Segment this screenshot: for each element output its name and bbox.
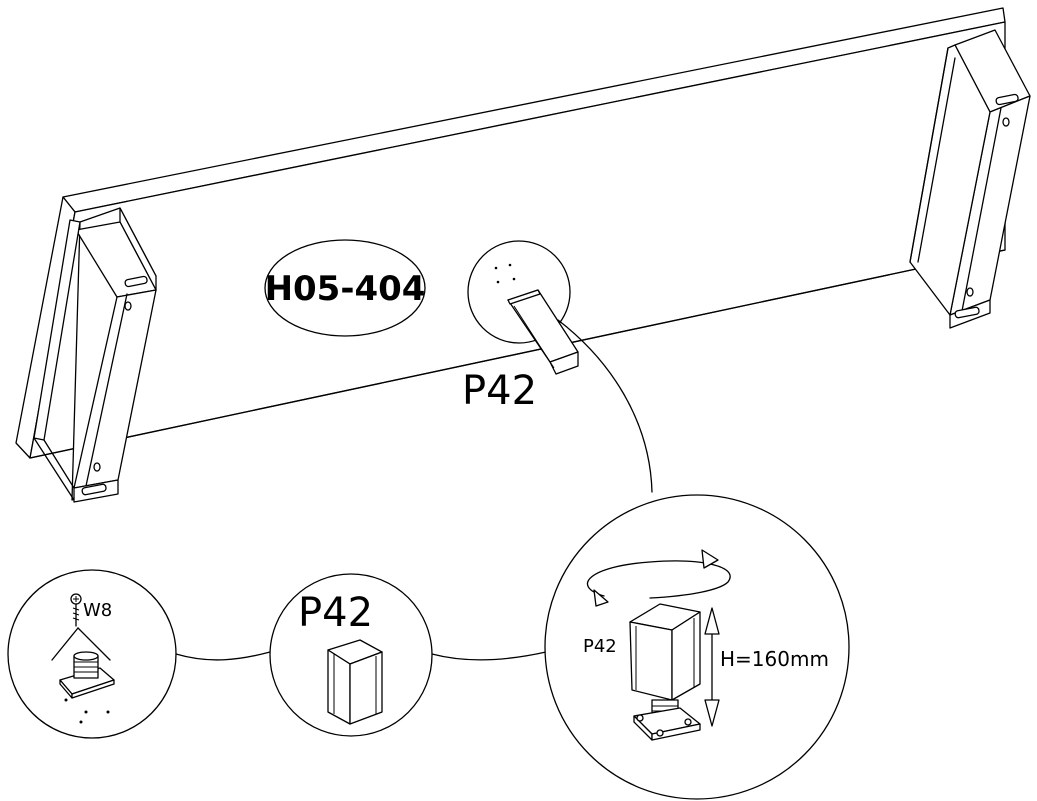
height-arrow-icon xyxy=(704,607,720,635)
connector-line xyxy=(175,651,271,661)
connector-line xyxy=(431,651,547,661)
model-code-text: H05-404 xyxy=(265,269,426,309)
left-frame-leg xyxy=(33,207,157,503)
connector-line xyxy=(557,319,653,493)
height-label: H=160mm xyxy=(720,647,829,671)
adjustment-detail xyxy=(544,494,850,800)
adjust-part-label: P42 xyxy=(583,636,617,657)
main-part-label: P42 xyxy=(462,368,537,414)
model-code-badge: H05-404 xyxy=(264,239,426,337)
screw-plate-detail xyxy=(7,569,177,739)
foot-detail xyxy=(269,573,433,737)
right-frame-leg xyxy=(909,29,1031,329)
main-panel xyxy=(15,7,1006,459)
screw-label: W8 xyxy=(83,600,112,621)
detail-part-label: P42 xyxy=(298,590,373,636)
mounted-foot-callout xyxy=(467,240,653,493)
